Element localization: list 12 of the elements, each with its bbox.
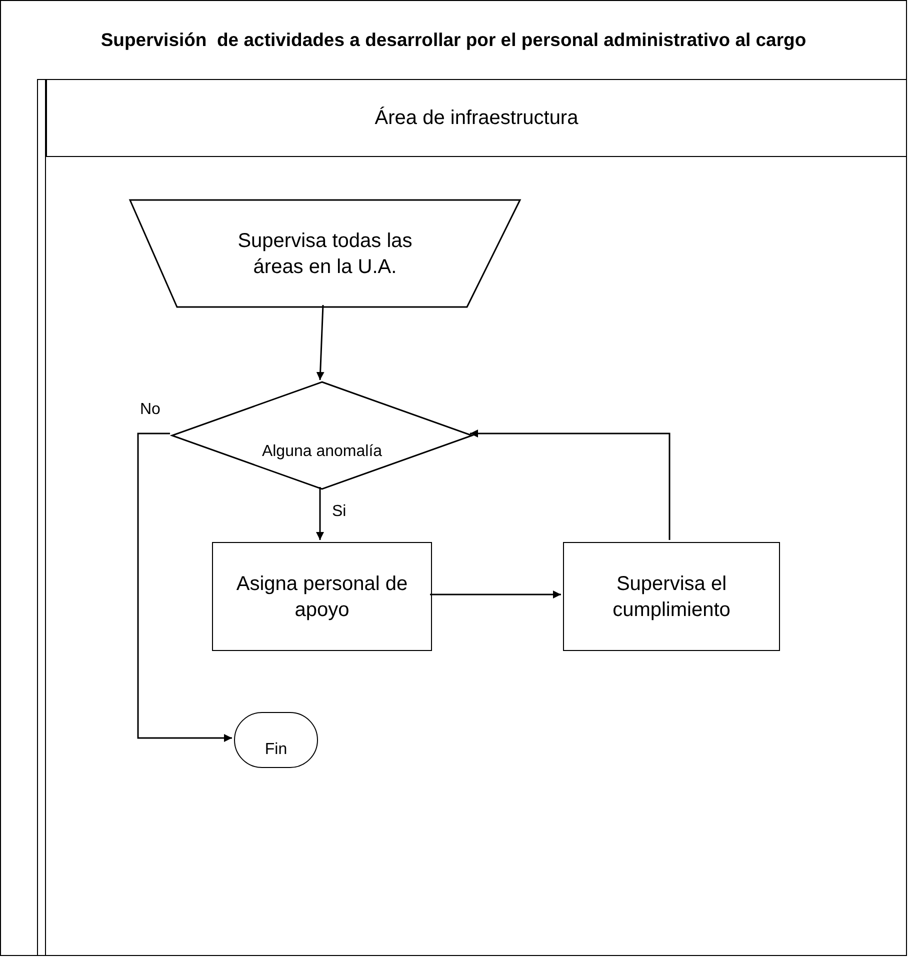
process-box: Supervisa el cumplimiento: [563, 542, 780, 651]
arrow: [316, 304, 324, 380]
process-box: Asigna personal de apoyo: [212, 542, 432, 651]
manual-operation-trapezoid: Supervisa todas las áreas en la U.A.: [130, 200, 520, 307]
arrow: [316, 487, 324, 540]
arrow: [137, 432, 232, 742]
pool-title: Supervisión de actividades a desarrollar por el personal administrativo al cargo: [100, 28, 808, 52]
terminator-shape: Fin: [234, 712, 318, 768]
lane-header: Área de infraestructura: [46, 80, 906, 157]
decision-diamond: Alguna anomalía: [172, 382, 472, 489]
arrow: [470, 430, 670, 540]
arrow: [430, 590, 561, 598]
